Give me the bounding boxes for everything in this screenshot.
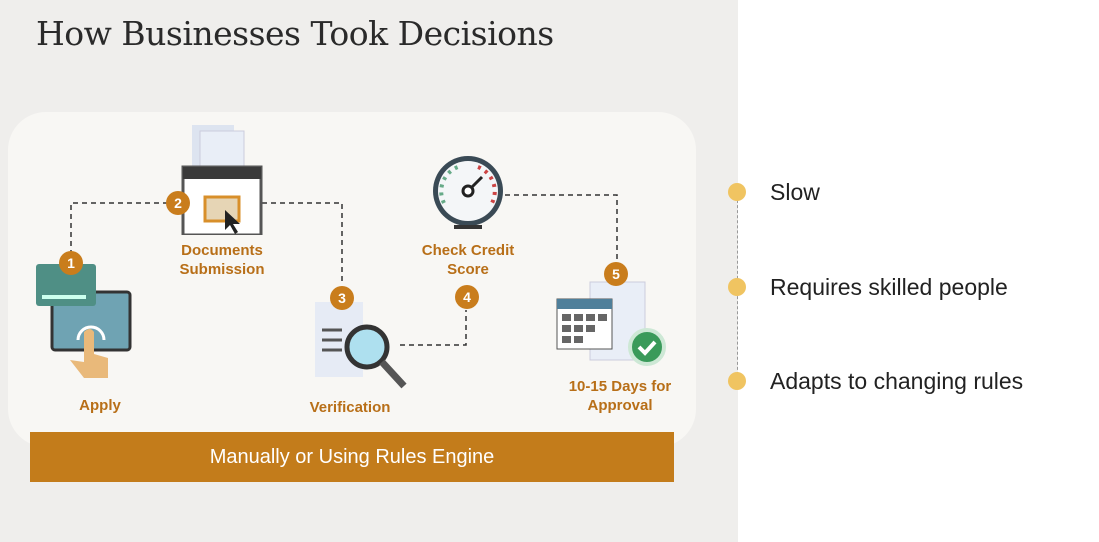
calendar-approval-icon (556, 281, 666, 366)
bullet-item: Slow (728, 177, 1088, 207)
step-label-verification: Verification (309, 399, 391, 416)
step-number-2: 2 (166, 191, 190, 215)
step-number-5: 5 (604, 262, 628, 286)
step-label-approval: 10-15 Days for Approval (568, 378, 672, 414)
connector-lines (70, 194, 618, 346)
rules-engine-banner: Manually or Using Rules Engine (30, 432, 674, 482)
step-label-credit-score: Check Credit Score (421, 242, 515, 278)
process-panel (8, 112, 696, 447)
document-browser-icon (181, 125, 263, 235)
credit-score-gauge-icon (433, 156, 503, 229)
bullet-item: Adapts to changing rules (728, 366, 1088, 396)
step-label-documents: Documents Submission (179, 242, 265, 278)
slide-title: How Businesses Took Decisions (36, 14, 554, 53)
step-label-apply: Apply (79, 397, 121, 414)
bullet-dot-icon (728, 278, 746, 296)
bullet-item: Requires skilled people (728, 272, 1088, 302)
step-number-1: 1 (59, 251, 83, 275)
magnifier-document-icon (315, 302, 407, 389)
bullet-dot-icon (728, 183, 746, 201)
bullet-dot-icon (728, 372, 746, 390)
step-number-4: 4 (455, 285, 479, 309)
tablet-touch-icon (36, 264, 132, 378)
step-number-3: 3 (330, 286, 354, 310)
